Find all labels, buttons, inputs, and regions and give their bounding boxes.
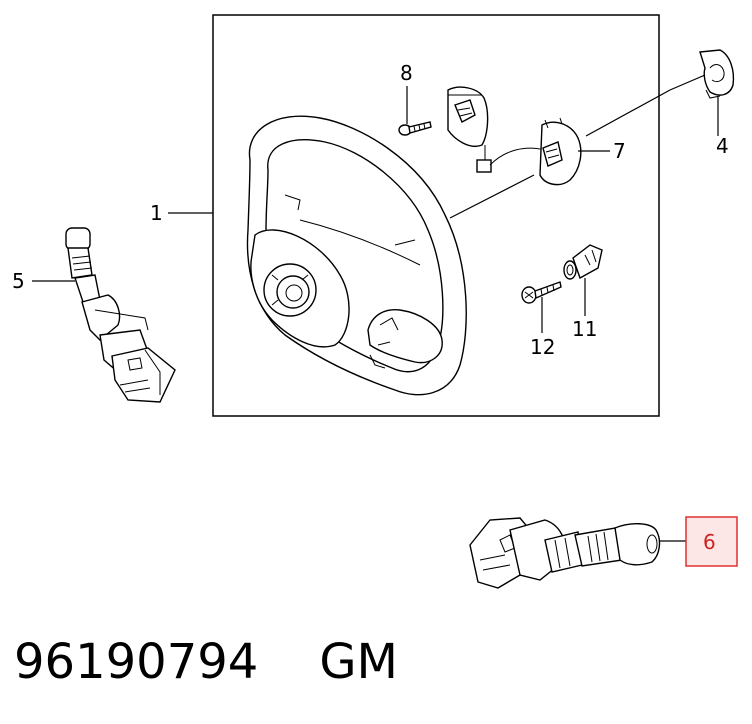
right-control-switch-icon[interactable] — [539, 117, 582, 186]
label-1: 1 — [150, 201, 163, 225]
clip-icon — [699, 49, 735, 99]
part-number: 96190794 — [14, 634, 259, 690]
bolt-icon — [521, 281, 562, 304]
left-control-switch-icon — [447, 86, 492, 173]
label-6: 6 — [703, 530, 716, 554]
turn-signal-switch-icon[interactable] — [65, 227, 176, 403]
label-4: 4 — [716, 134, 729, 158]
label-8: 8 — [400, 61, 413, 85]
label-5: 5 — [12, 269, 25, 293]
part-number-footer: 96190794 GM — [14, 634, 398, 690]
brand-name: GM — [319, 634, 398, 690]
highlight-box — [685, 516, 738, 567]
label-12: 12 — [530, 335, 555, 359]
wiper-switch-icon[interactable] — [469, 517, 661, 589]
label-11: 11 — [572, 317, 597, 341]
sleeve-nut-icon — [563, 244, 603, 280]
screw-icon — [398, 121, 432, 136]
label-7: 7 — [613, 139, 626, 163]
steering-wheel-icon[interactable] — [246, 115, 467, 396]
assembly-frame — [212, 14, 660, 417]
